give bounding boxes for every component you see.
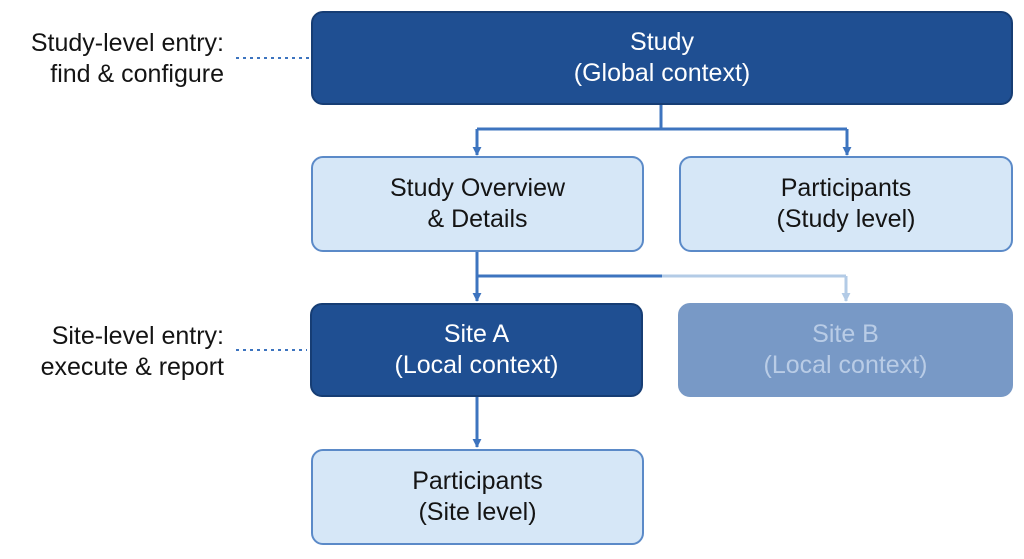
- study-level-entry-label: Study-level entry: find & configure: [31, 28, 224, 90]
- study-overview-node[interactable]: Study Overview & Details: [311, 156, 644, 252]
- site-a-node[interactable]: Site A (Local context): [310, 303, 643, 397]
- site-level-entry-label: Site-level entry: execute & report: [41, 321, 224, 383]
- study-entry-line2: find & configure: [50, 60, 224, 88]
- study-node[interactable]: Study (Global context): [311, 11, 1013, 105]
- participants-site-title: Participants: [412, 467, 543, 495]
- site-entry-line1: Site-level entry:: [51, 322, 224, 350]
- participants-site-subtitle: (Site level): [418, 498, 537, 526]
- study-overview-title: Study Overview: [389, 174, 566, 202]
- site-b-subtitle: (Local context): [763, 351, 928, 379]
- study-node-title: Study: [630, 28, 694, 56]
- study-node-subtitle: (Global context): [573, 59, 751, 87]
- participants-study-title: Participants: [780, 174, 912, 202]
- study-entry-line1: Study-level entry:: [30, 29, 224, 57]
- site-b-node[interactable]: Site B (Local context): [678, 303, 1013, 397]
- site-a-subtitle: (Local context): [394, 351, 559, 379]
- site-b-title: Site B: [812, 320, 879, 348]
- participants-study-subtitle: (Study level): [776, 205, 916, 233]
- site-entry-line2: execute & report: [40, 353, 224, 381]
- site-a-title: Site A: [443, 320, 510, 348]
- participants-site-node[interactable]: Participants (Site level): [311, 449, 644, 545]
- study-overview-subtitle: & Details: [427, 205, 528, 233]
- participants-study-node[interactable]: Participants (Study level): [679, 156, 1013, 252]
